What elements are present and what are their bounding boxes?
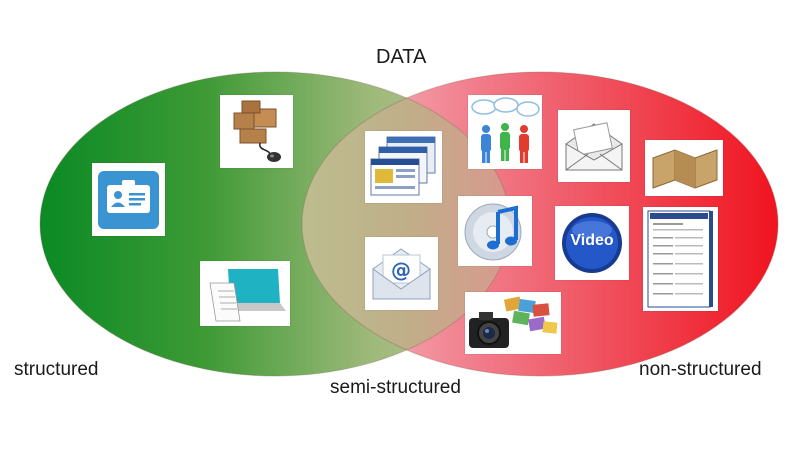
map-scroll-icon bbox=[645, 140, 723, 196]
id-card-icon bbox=[92, 163, 165, 236]
cv-document-icon bbox=[643, 207, 718, 311]
music-disc-icon bbox=[458, 196, 532, 266]
diagram-title: DATA bbox=[376, 46, 427, 68]
camera-photos-icon bbox=[465, 292, 561, 354]
email-envelope-icon: @ bbox=[365, 237, 438, 310]
packages-with-mouse-icon bbox=[220, 95, 293, 168]
laptop-receipt-icon bbox=[200, 261, 290, 326]
non-structured-label: non-structured bbox=[639, 359, 762, 380]
video-icon-text: Video bbox=[570, 232, 614, 249]
chat-people-icon bbox=[468, 95, 542, 169]
web-windows-icon bbox=[365, 131, 442, 203]
svg-text:@: @ bbox=[391, 258, 411, 282]
open-letter-icon bbox=[558, 110, 630, 182]
video-button-icon: Video bbox=[555, 206, 629, 280]
structured-label: structured bbox=[14, 359, 99, 380]
semi-structured-label: semi-structured bbox=[330, 377, 461, 398]
